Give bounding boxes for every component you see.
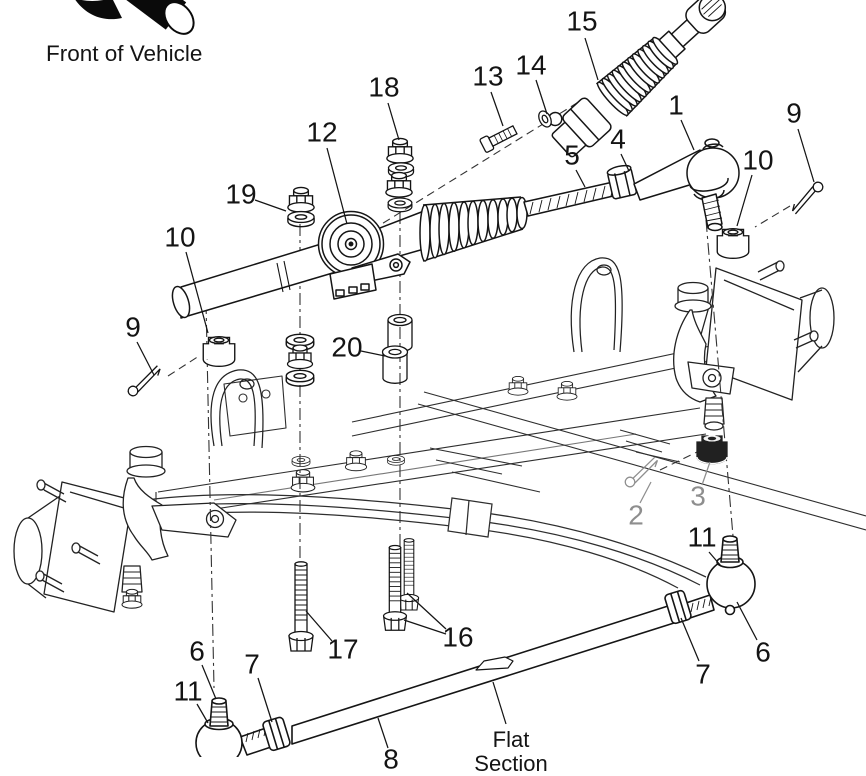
callout-10-left: 10 xyxy=(164,221,196,253)
callout-12: 12 xyxy=(306,116,338,148)
chassis-frame xyxy=(155,332,866,531)
callout-17: 17 xyxy=(327,633,359,665)
leader-14 xyxy=(535,79,548,115)
leader-13 xyxy=(490,91,504,127)
leader-3 xyxy=(701,461,711,486)
callout-13: 13 xyxy=(472,60,504,92)
leader-7-left xyxy=(257,677,273,723)
callout-flat-section: Flat Section xyxy=(474,727,548,776)
leader-11-left xyxy=(196,703,209,724)
callout-6-right: 6 xyxy=(755,636,771,668)
callout-3: 3 xyxy=(690,480,706,512)
bolt-13 xyxy=(479,124,518,153)
callout-10-right: 10 xyxy=(742,144,774,176)
callout-4: 4 xyxy=(610,123,626,155)
callout-7-right: 7 xyxy=(695,658,711,690)
leader-15 xyxy=(584,37,599,81)
callout-7-left: 7 xyxy=(244,648,260,680)
callout-20: 20 xyxy=(331,331,363,363)
right-spindle-hub xyxy=(673,260,835,431)
loose-hardware xyxy=(122,110,829,490)
leader-18 xyxy=(387,102,400,141)
callout-1: 1 xyxy=(668,89,684,121)
leader-4 xyxy=(620,153,630,172)
leader-lines xyxy=(136,37,815,749)
leader-6-left xyxy=(201,664,217,700)
callout-8: 8 xyxy=(383,743,399,775)
leader-10-left xyxy=(185,251,209,334)
steering-shaft xyxy=(548,0,727,158)
leader-16 xyxy=(406,592,447,630)
spacers-20 xyxy=(381,313,413,384)
leader-17 xyxy=(305,610,333,642)
callout-6-left: 6 xyxy=(189,635,205,667)
callout-2: 2 xyxy=(628,499,644,531)
parts-diagram-art xyxy=(13,0,866,757)
callout-19: 19 xyxy=(225,178,257,210)
left-spindle-hub xyxy=(13,445,237,613)
leader-flat-section xyxy=(492,681,507,725)
leader-12 xyxy=(326,147,348,225)
callout-16: 16 xyxy=(442,621,474,653)
leader-11-right xyxy=(708,551,722,567)
callout-11-left: 11 xyxy=(173,675,203,707)
leader-20 xyxy=(360,350,386,357)
leader-7-right xyxy=(680,617,700,662)
leader-5 xyxy=(575,169,586,188)
leader-1 xyxy=(680,119,695,151)
rack-assembly xyxy=(171,138,740,319)
washer-14 xyxy=(538,110,552,128)
callout-9-right: 9 xyxy=(786,97,802,129)
drag-link xyxy=(195,535,756,757)
callout-15: 15 xyxy=(566,5,598,37)
leader-16 xyxy=(403,619,447,635)
front-of-vehicle-arrow-icon xyxy=(75,0,195,35)
leader-9-left xyxy=(136,341,155,376)
leader-19 xyxy=(254,199,287,212)
callout-9-left: 9 xyxy=(125,311,141,343)
callout-5: 5 xyxy=(564,139,580,171)
rack-mount-straps xyxy=(210,257,623,449)
leader-2 xyxy=(639,481,652,504)
leader-10-right xyxy=(736,174,753,227)
callout-14: 14 xyxy=(515,49,547,81)
callout-18: 18 xyxy=(368,71,400,103)
callout-11-right: 11 xyxy=(687,521,717,553)
front-of-vehicle-label: Front of Vehicle xyxy=(46,41,203,66)
leader-8 xyxy=(377,717,389,749)
leader-9-right xyxy=(797,128,815,183)
castle-nut-3 xyxy=(696,435,728,465)
leader-6-right xyxy=(736,601,758,641)
